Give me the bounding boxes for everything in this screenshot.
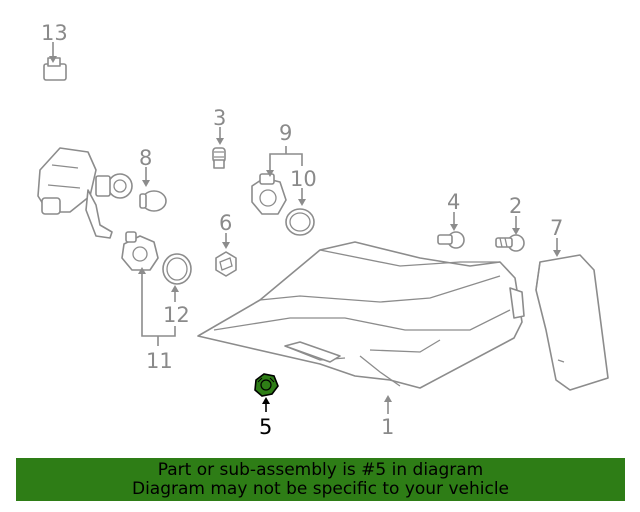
- part-13-wiring-harness[interactable]: [37, 57, 133, 239]
- callout-10: 10: [290, 167, 317, 191]
- part-3-bulb[interactable]: [212, 147, 226, 169]
- callout-8: 8: [139, 146, 152, 170]
- callout-6: 6: [219, 211, 232, 235]
- banner-line-1: Part or sub-assembly is #5 in diagram: [157, 460, 484, 480]
- part-5-nut[interactable]: [254, 373, 279, 397]
- callout-12: 12: [163, 303, 190, 327]
- callout-7: 7: [550, 216, 563, 240]
- part-7-side-lens[interactable]: [535, 254, 609, 391]
- callout-9: 9: [279, 121, 292, 145]
- part-2-bolt[interactable]: [495, 234, 525, 252]
- part-12-gasket[interactable]: [162, 253, 192, 285]
- part-11-socket[interactable]: [121, 231, 159, 271]
- leader-lines: [49, 42, 561, 414]
- part-10-gasket[interactable]: [285, 208, 315, 236]
- callout-3: 3: [213, 106, 226, 130]
- part-4-screw[interactable]: [437, 231, 465, 249]
- callout-13: 13: [41, 21, 68, 45]
- banner-line-2: Diagram may not be specific to your vehi…: [131, 479, 509, 499]
- part-6-nut[interactable]: [215, 251, 237, 277]
- parts-diagram: 13 8 3 9 10 6 4 2 7 12 11 5 1: [37, 21, 609, 439]
- part-8-bulb[interactable]: [139, 190, 167, 212]
- callout-11: 11: [146, 349, 173, 373]
- part-9-socket[interactable]: [251, 173, 287, 215]
- info-banner: Part or sub-assembly is #5 in diagram Di…: [16, 458, 625, 501]
- callout-1: 1: [381, 415, 394, 439]
- callout-4: 4: [447, 190, 460, 214]
- callout-5: 5: [259, 415, 272, 439]
- callout-2: 2: [509, 194, 522, 218]
- part-1-tail-lamp[interactable]: [197, 241, 525, 389]
